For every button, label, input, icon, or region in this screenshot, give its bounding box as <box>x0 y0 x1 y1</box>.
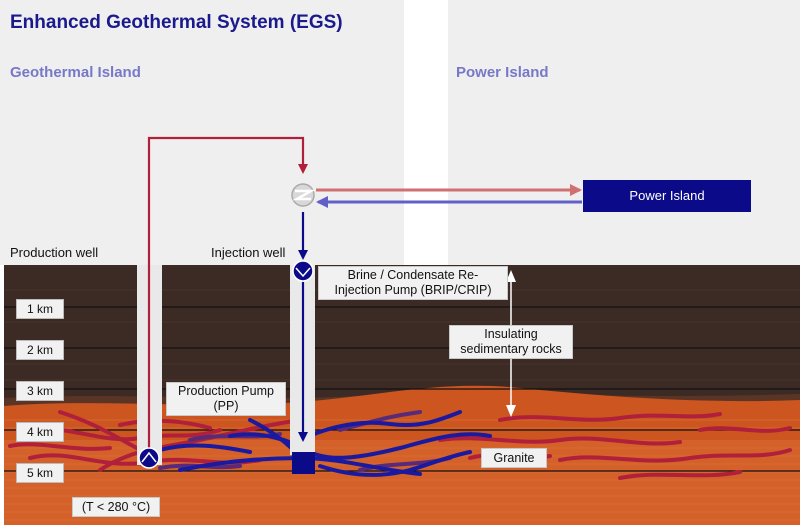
brip-label-line1: Brine / Condensate Re- <box>347 268 479 282</box>
brip-pump-icon <box>292 260 314 282</box>
pp-label-line1: Production Pump <box>178 384 274 398</box>
depth-label-2km: 2 km <box>16 340 64 360</box>
heat-exchanger-icon <box>291 183 316 207</box>
depth-label-1km: 1 km <box>16 299 64 319</box>
panel-divider <box>404 0 448 265</box>
insulating-label-line2: sedimentary rocks <box>460 342 562 356</box>
production-pump-label: Production Pump (PP) <box>166 382 286 416</box>
geothermal-island-panel <box>0 0 404 265</box>
brip-label: Brine / Condensate Re- Injection Pump (B… <box>318 266 508 300</box>
power-island-box: Power Island <box>583 180 751 212</box>
injection-zone-block <box>292 452 315 474</box>
page-title: Enhanced Geothermal System (EGS) <box>10 12 343 33</box>
geothermal-island-label: Geothermal Island <box>10 64 141 81</box>
power-island-panel <box>448 0 800 265</box>
temperature-label: (T < 280 °C) <box>72 497 160 517</box>
insulating-label-line1: Insulating <box>484 327 538 341</box>
injection-well-label: Injection well <box>211 245 286 260</box>
divider-slant <box>412 130 436 200</box>
depth-lines <box>4 306 800 472</box>
granite-label: Granite <box>481 448 547 468</box>
power-island-label: Power Island <box>456 64 549 81</box>
depth-label-5km: 5 km <box>16 463 64 483</box>
depth-label-4km: 4 km <box>16 422 64 442</box>
pp-label-line2: (PP) <box>213 399 239 413</box>
production-pipe <box>147 136 308 456</box>
depth-label-3km: 3 km <box>16 381 64 401</box>
brip-label-line2: Injection Pump (BRIP/CRIP) <box>334 283 492 297</box>
production-well-label: Production well <box>10 245 99 260</box>
production-pump-icon <box>138 447 160 469</box>
insulating-label: Insulating sedimentary rocks <box>449 325 573 359</box>
